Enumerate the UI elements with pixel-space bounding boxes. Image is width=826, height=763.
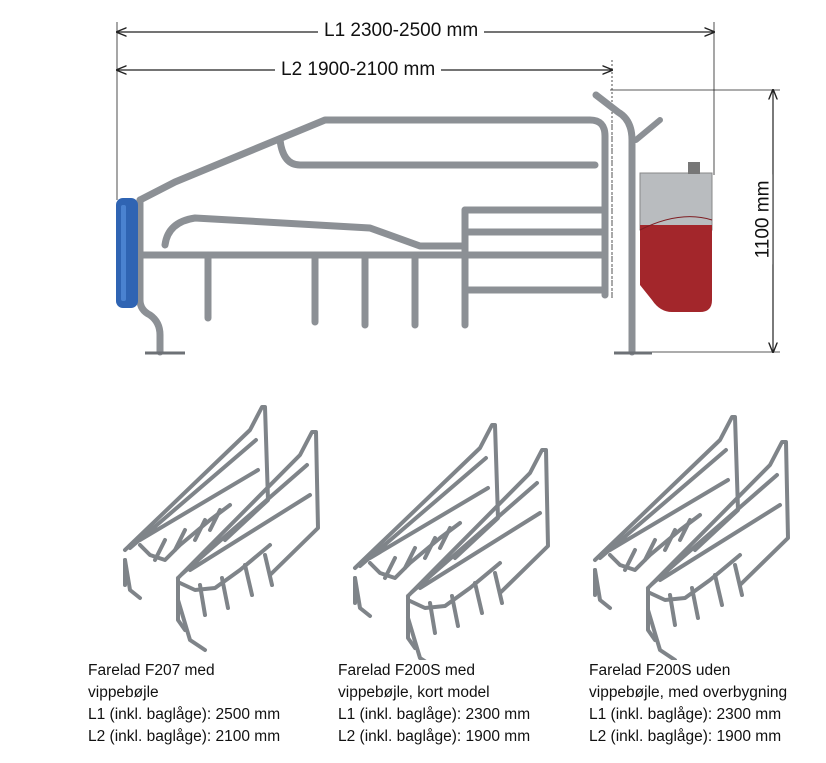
caption-line: vippebøjle, kort model: [338, 684, 490, 701]
mid-rail: [276, 136, 599, 169]
crate-side-view-drawing: [0, 22, 780, 356]
model-caption-f207: Farelad F207 med vippebøjle L1 (inkl. ba…: [88, 660, 280, 748]
rear-upright: [592, 91, 636, 356]
front-post: [136, 196, 164, 356]
l2-dimension-label: L2 1900-2100 mm: [275, 60, 442, 79]
caption-line: vippebøjle: [88, 684, 159, 701]
lower-sloped-rail: [161, 214, 469, 250]
caption-line: Farelad F200S uden: [589, 662, 731, 679]
caption-line: L1 (inkl. baglåge): 2500 mm: [88, 706, 281, 723]
caption-line: vippebøjle, med overbygning: [589, 684, 788, 701]
caption-line: L1 (inkl. baglåge): 2300 mm: [589, 706, 782, 723]
crate-frame: [136, 91, 636, 356]
model-caption-f200s-overbygning: Farelad F200S uden vippebøjle, med overb…: [589, 660, 787, 748]
l1-dimension-label: L1 2300-2500 mm: [318, 21, 485, 40]
caption-line: Farelad F200S med: [338, 662, 475, 679]
caption-line: L2 (inkl. baglåge): 1900 mm: [338, 728, 531, 745]
caption-line: L1 (inkl. baglåge): 2300 mm: [338, 706, 531, 723]
caption-line: L2 (inkl. baglåge): 2100 mm: [88, 728, 281, 745]
crate-perspective-drawings: [123, 405, 790, 660]
model-caption-f200s-short: Farelad F200S med vippebøjle, kort model…: [338, 660, 530, 748]
sow-feeder-box: [633, 117, 713, 312]
perspective-crate-pair: [123, 405, 320, 652]
top-rail: [136, 116, 609, 299]
blue-feeder: [116, 198, 138, 308]
caption-line: L2 (inkl. baglåge): 1900 mm: [589, 728, 782, 745]
caption-line: Farelad F207 med: [88, 662, 215, 679]
